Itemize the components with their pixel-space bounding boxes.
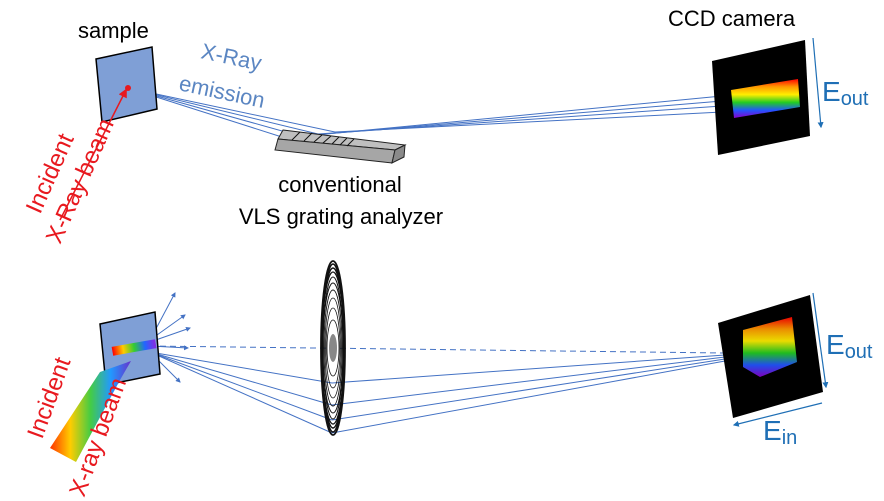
incident-arrow <box>59 88 127 221</box>
emission-label-line2: emission <box>177 70 267 113</box>
ccd-camera-bottom <box>718 295 823 418</box>
grating-label-line2: VLS grating analyzer <box>239 204 443 229</box>
ccd-camera-top <box>712 40 810 155</box>
eout-axis-bottom <box>812 292 829 389</box>
camera-label: CCD camera <box>668 6 796 31</box>
emission-label: X-Ray <box>199 38 264 75</box>
incident-beam-bottom <box>50 361 131 462</box>
beam-footprint <box>111 339 157 356</box>
eout-label-bottom: Eout <box>826 329 873 363</box>
grating-label-line1: conventional <box>278 172 402 197</box>
eout-label-top: Eout <box>822 76 869 110</box>
ein-label: Ein <box>763 415 797 449</box>
conventional-setup: sample X-Ray emission Incident X-Ray bea… <box>21 6 869 247</box>
spectrum-map <box>743 317 797 377</box>
vls-grating <box>274 129 407 164</box>
ein-axis <box>732 402 823 427</box>
zone-plate <box>320 260 346 436</box>
eout-axis-top <box>812 37 824 129</box>
sample-square <box>95 46 158 123</box>
sample-label: sample <box>78 18 149 43</box>
spectrum-stripe <box>731 79 800 118</box>
zoneplate-setup: Incident X-ray beam Eout Ein <box>22 260 873 500</box>
emission-rays-bottom <box>149 345 726 434</box>
